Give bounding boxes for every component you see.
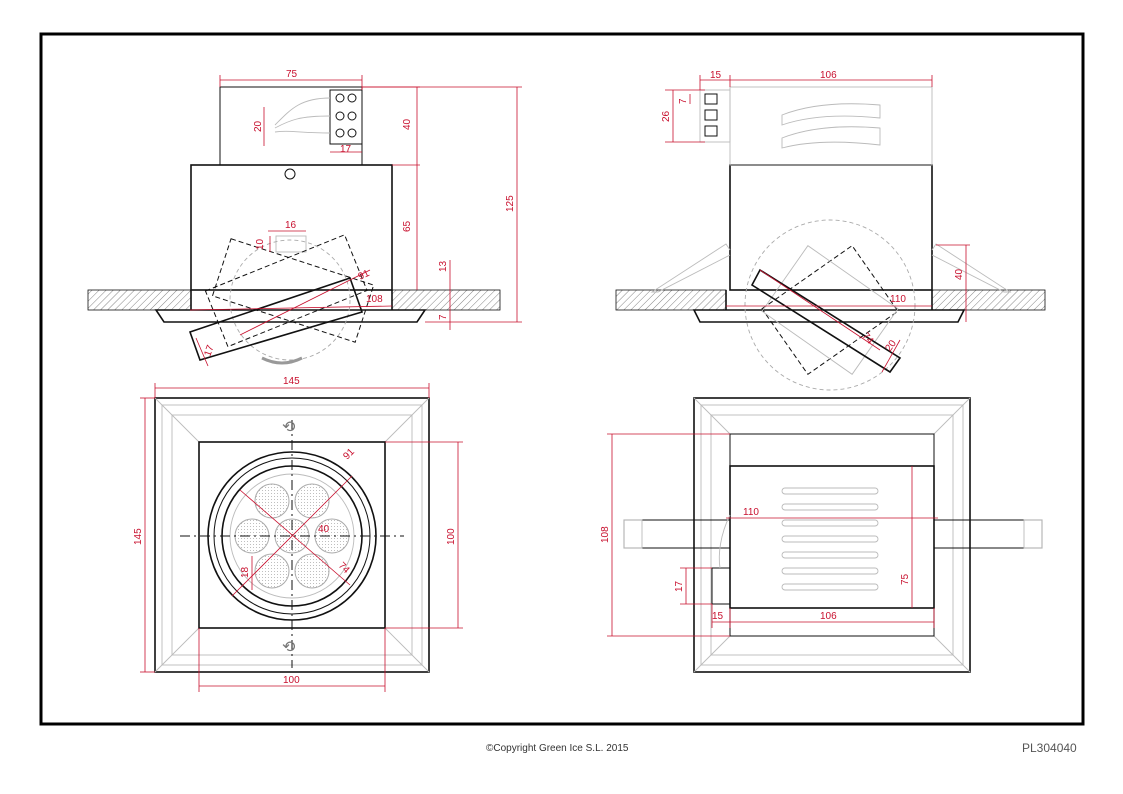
- drawing-frame: [39, 32, 1085, 726]
- dim-16-label: 16: [285, 220, 297, 231]
- dim-40c-label: 40: [318, 524, 330, 535]
- copyright-text: ©Copyright Green Ice S.L. 2015: [486, 743, 629, 754]
- dim-20-label: 20: [253, 120, 264, 132]
- dim-40b-label: 40: [954, 268, 965, 280]
- rotate-arrow-bottom-icon: ⟲: [282, 639, 296, 656]
- plan-view-left: ⟲ ⟲ 145 145 100 100 91 40 18 74: [133, 376, 463, 692]
- vent-slots: [781, 487, 879, 591]
- drawing-reference: PL304040: [1022, 741, 1077, 755]
- dim-125-label: 125: [505, 195, 516, 212]
- side-view-right: 15 106 7 26 40 110 74 20: [615, 70, 1046, 391]
- dim-91b-label: 91: [341, 446, 357, 462]
- dim-17b-label: 17: [202, 343, 216, 358]
- dim-17c-label: 17: [674, 580, 685, 592]
- dim-75-label: 75: [286, 69, 298, 80]
- dim-65-label: 65: [402, 220, 413, 232]
- dim-91-label: 91: [357, 268, 372, 283]
- dim-7-label: 7: [438, 314, 449, 320]
- dim-18-label: 18: [240, 566, 251, 578]
- dim-20b-label: 20: [883, 338, 899, 354]
- ceiling-hatch-right-2: [931, 289, 1046, 311]
- ceiling-hatch-right: [391, 289, 501, 311]
- dim-106-label: 106: [820, 70, 837, 81]
- rotate-arrow-top-icon: ⟲: [282, 419, 296, 436]
- ceiling-hatch-left: [87, 289, 192, 311]
- plan-view-right: 108 110 17 15 106 75: [600, 397, 1043, 673]
- led-cluster: [234, 483, 350, 589]
- dim-100w-label: 100: [283, 675, 300, 686]
- dim-15b-label: 15: [712, 611, 724, 622]
- dim-145h-label: 145: [133, 528, 144, 545]
- dim-75b-label: 75: [900, 573, 911, 585]
- dim-108b-label: 108: [600, 526, 611, 543]
- dim-40-label: 40: [402, 118, 413, 130]
- dim-145w-label: 145: [283, 376, 300, 387]
- dim-110-label: 110: [890, 294, 906, 305]
- dim-15-label: 15: [710, 70, 722, 81]
- dim-26-label: 26: [661, 110, 672, 122]
- ceiling-hatch-left-2: [615, 289, 727, 311]
- dim-10-label: 10: [255, 238, 266, 250]
- terminal-block: [274, 89, 363, 145]
- dim-110b-label: 110: [743, 507, 759, 518]
- dim-108-label: 108: [366, 294, 383, 305]
- terminal-block-2: [699, 89, 731, 143]
- dim-74b-label: 74: [336, 560, 352, 576]
- dim-7b-label: 7: [678, 98, 689, 104]
- side-view-left: 75 40 20 17 125 65 16 10 13 7 91 108 17: [87, 69, 522, 367]
- dim-13-label: 13: [438, 260, 449, 272]
- dim-100h-label: 100: [446, 528, 457, 545]
- dim-17-label: 17: [340, 144, 352, 155]
- dim-106b-label: 106: [820, 611, 837, 622]
